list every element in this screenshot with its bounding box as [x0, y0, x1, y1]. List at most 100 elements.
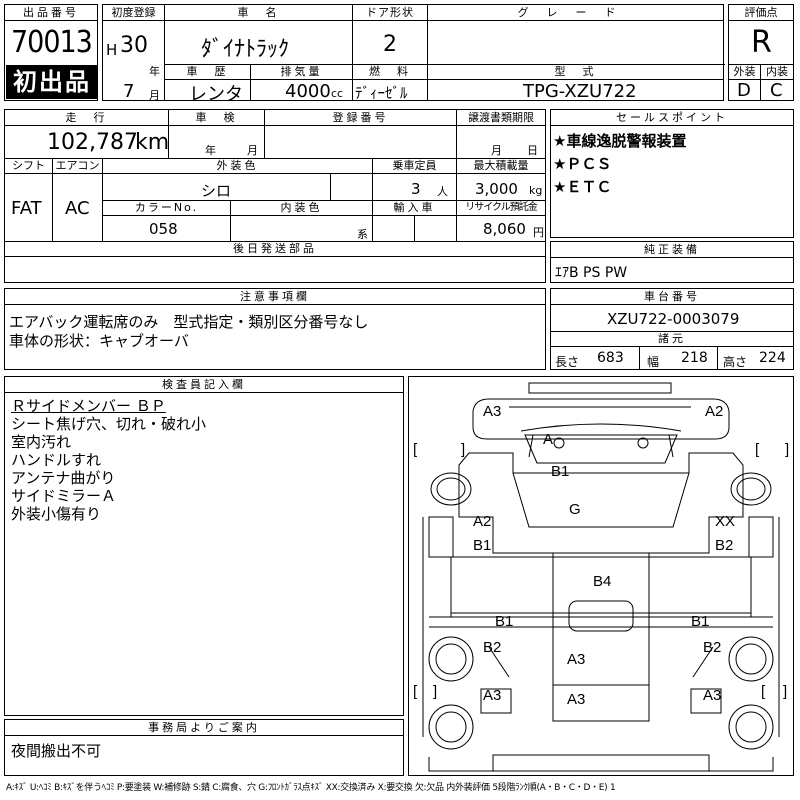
car-diagram: A3 A2 A B1 G A2 B1 XX B2 B4 B1 B1 B2 A3 …	[408, 376, 794, 776]
bracket-left-1: [	[413, 441, 418, 458]
mileage-label: 走 行	[5, 110, 169, 126]
office-label: 事務局よりご案内	[5, 720, 403, 736]
fuel-label: 燃 料	[353, 64, 428, 80]
max-load-value: 3,000	[475, 180, 518, 198]
transfer-day-unit: 日	[527, 144, 538, 157]
damage-label-bumper-right: A3	[703, 687, 722, 704]
score-label: 評価点	[729, 5, 793, 21]
details-table: 走 行 車 検 登録番号 譲渡書類期限 102,787 km 年 月 月 日 シ…	[4, 109, 546, 283]
bracket-right-2: ]	[785, 441, 790, 458]
door-count: 2	[383, 32, 397, 57]
damage-label-front-left: B2	[483, 639, 502, 656]
damage-label-bumper: A3	[567, 691, 586, 708]
bracket-right-4: ]	[783, 683, 788, 700]
height-value: 224	[759, 350, 786, 366]
notes-line-1: エアバック運転席のみ 型式指定・類別区分番号なし	[9, 313, 369, 331]
inspection-year-unit: 年	[205, 144, 216, 157]
inspection-month-unit: 月	[247, 144, 258, 157]
damage-label-right-side-2: B2	[715, 537, 734, 554]
equipment-label: 純正装備	[551, 242, 793, 258]
recycle-value: 8,060	[483, 220, 526, 238]
inspector-line-1: Ｒサイドメンバー ＢＰ	[11, 397, 166, 415]
capacity-unit: 人	[437, 185, 448, 198]
bracket-right-3: ]	[433, 683, 438, 700]
inspector-line-7: 外装小傷有り	[11, 505, 102, 523]
later-parts-label: 後日発送部品	[5, 241, 545, 257]
office-value: 夜間搬出不可	[11, 742, 102, 760]
reg-month: 7	[123, 81, 135, 102]
shift-value: FAT	[11, 198, 42, 219]
displacement-unit: cc	[331, 87, 344, 100]
damage-label-glass: G	[569, 501, 581, 518]
notes-panel: 注意事項欄 エアバック運転席のみ 型式指定・類別区分番号なし 車体の形状：キャブ…	[4, 288, 546, 370]
color-no-value: 058	[149, 220, 178, 238]
damage-label-front: A3	[567, 651, 586, 668]
height-label: 高さ	[723, 355, 748, 369]
inspection-label: 車 検	[169, 110, 265, 126]
max-load-label: 最大積載量	[457, 158, 545, 174]
sales-point-1: ★車線逸脱警報装置	[553, 132, 687, 150]
chassis-label: 車台番号	[551, 289, 793, 305]
chassis-value: XZU722-0003079	[607, 310, 740, 328]
displacement-label: 排気量	[251, 64, 353, 80]
chassis-panel: 車台番号 XZU722-0003079 諸元 長さ 683 幅 218 高さ 2…	[550, 288, 794, 370]
inspector-line-6: サイドミラーＡ	[11, 487, 117, 505]
import-label: 輸入車	[373, 200, 457, 216]
damage-label-bed: B4	[593, 573, 612, 590]
damage-label-roof: B1	[551, 463, 570, 480]
color-label: 外装色	[103, 158, 373, 174]
first-reg-label: 初度登録	[103, 5, 165, 21]
sales-points-label: セールスポイント	[551, 110, 793, 126]
notes-label: 注意事項欄	[5, 289, 545, 305]
inspector-line-4: ハンドルすれ	[11, 451, 102, 469]
recycle-unit: 円	[533, 226, 544, 239]
lot-number: 70013	[11, 25, 93, 60]
color-value: シロ	[201, 182, 232, 200]
damage-label-rear-left: A3	[483, 403, 502, 420]
exterior-grade-label: 外装	[729, 64, 761, 80]
interior-color-label: 内装色	[231, 200, 373, 216]
damage-label-front-right: B2	[703, 639, 722, 656]
fuel-value: ﾃﾞｨｰｾﾞﾙ	[355, 84, 408, 102]
length-value: 683	[597, 350, 624, 366]
inspector-line-2: シート焦げ穴、切れ・破れ小	[11, 415, 207, 433]
damage-label-left-side: A2	[473, 513, 492, 530]
sales-points-panel: セールスポイント ★車線逸脱警報装置 ★ＰＣＳ ★ＥＴＣ	[550, 109, 794, 238]
main-header-table: 初度登録 車 名 ドア形状 グレード H 30 年 ﾀﾞｲﾅﾄﾗｯｸ 2 車 歴…	[102, 4, 725, 105]
capacity-value: 3	[411, 180, 421, 198]
model-value: TPG-XZU722	[523, 81, 637, 102]
capacity-label: 乗車定員	[373, 158, 457, 174]
score-panel: 評価点 R 外装 内装 D C	[728, 4, 794, 101]
bracket-left-4: [	[761, 683, 766, 700]
office-panel: 事務局よりご案内 夜間搬出不可	[4, 719, 404, 776]
width-label: 幅	[647, 355, 660, 369]
grade-label: グレード	[428, 5, 723, 21]
year-unit: 年	[149, 65, 160, 78]
color-no-label: カラーNo.	[103, 200, 231, 216]
history-label: 車 歴	[165, 64, 251, 80]
width-value: 218	[681, 350, 708, 366]
mileage-unit: km	[135, 130, 170, 155]
damage-label-right-member: B1	[691, 613, 710, 630]
first-listing-badge: 初出品	[6, 65, 98, 99]
sales-point-2: ★ＰＣＳ	[553, 155, 612, 173]
interior-color-unit: 系	[357, 228, 368, 241]
bracket-left-2: [	[755, 441, 760, 458]
transfer-month-unit: 月	[491, 144, 502, 157]
bracket-left-3: [	[413, 683, 418, 700]
exterior-grade: D	[737, 80, 751, 101]
damage-label-right-side: XX	[715, 513, 736, 530]
damage-label-left-side-2: B1	[473, 537, 492, 554]
sales-point-3: ★ＥＴＣ	[553, 178, 612, 196]
interior-grade-label: 内装	[761, 64, 793, 80]
transfer-label: 譲渡書類期限	[457, 110, 545, 126]
recycle-label: リサイクル預託金	[457, 200, 545, 216]
month-unit: 月	[149, 89, 160, 102]
shift-label: シフト	[5, 158, 53, 174]
inspector-panel: 検査員記入欄 Ｒサイドメンバー ＢＰ シート焦げ穴、切れ・破れ小 室内汚れ ハン…	[4, 376, 404, 716]
damage-label-left-member: B1	[495, 613, 514, 630]
inspector-label: 検査員記入欄	[5, 377, 403, 393]
length-label: 長さ	[555, 355, 580, 369]
car-name: ﾀﾞｲﾅﾄﾗｯｸ	[201, 37, 290, 62]
bracket-right-1: ]	[461, 441, 466, 458]
